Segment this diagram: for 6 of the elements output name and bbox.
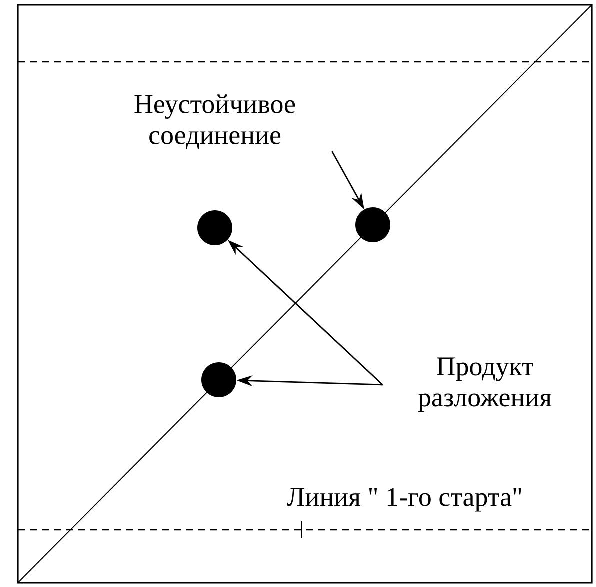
spot-dot	[198, 210, 232, 246]
text-label: Продукт разложения	[418, 358, 552, 412]
start-line-label: Линия " 1-го старта"	[287, 488, 522, 512]
text-label: Неустойчивое соединение	[134, 94, 296, 150]
spot-dot	[202, 362, 236, 398]
spot-dot	[356, 208, 390, 242]
